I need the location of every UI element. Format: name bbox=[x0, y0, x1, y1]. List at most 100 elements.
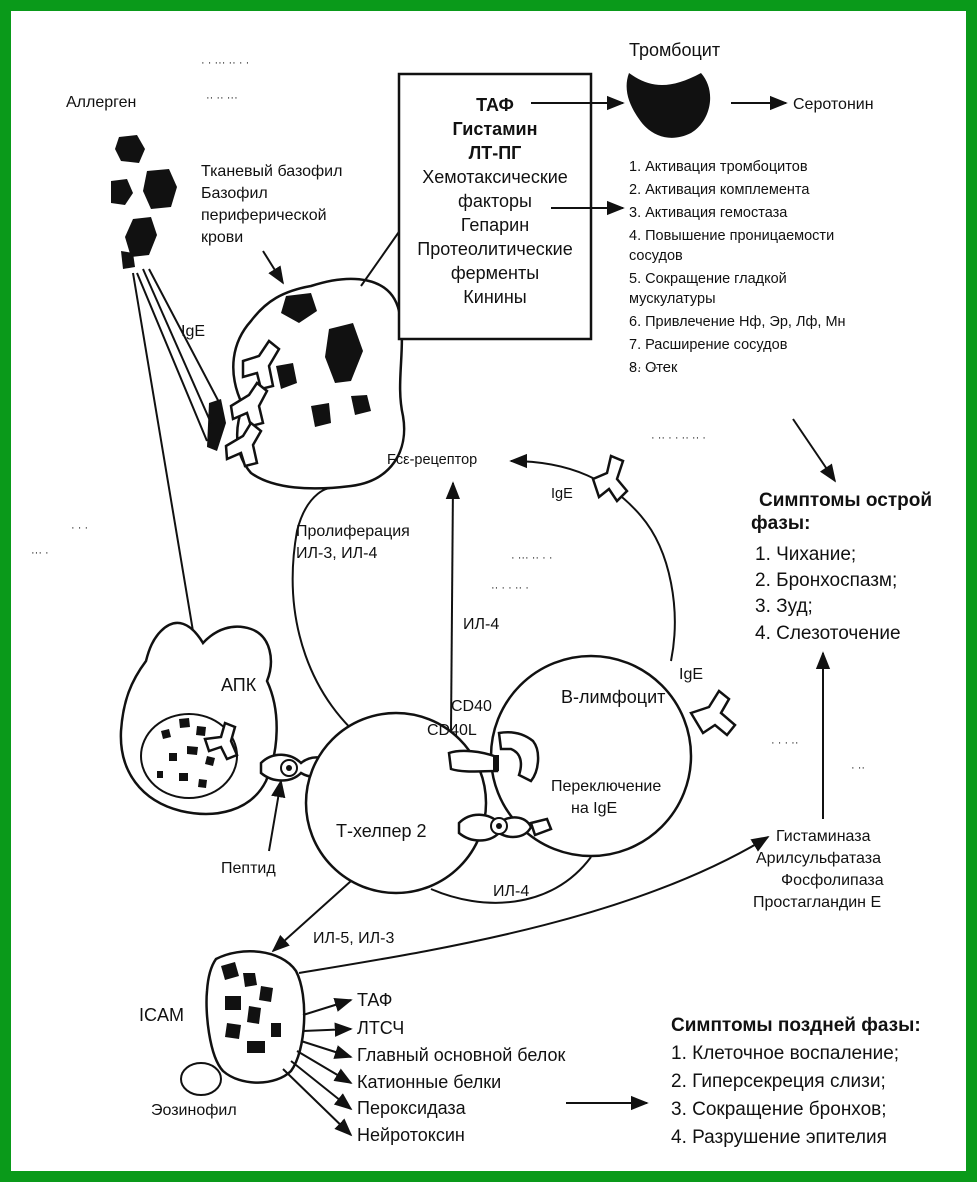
svg-text:5. Сокращение гладкой: 5. Сокращение гладкой bbox=[629, 271, 787, 287]
svg-text:ТАФ: ТАФ bbox=[357, 990, 393, 1010]
svg-text:Нейротоксин: Нейротоксин bbox=[357, 1125, 465, 1145]
svg-text:крови: крови bbox=[201, 229, 243, 246]
svg-text:Фосфолипаза: Фосфолипаза bbox=[781, 872, 884, 889]
svg-text:· · ·: · · · bbox=[71, 522, 88, 534]
allergen-particles bbox=[111, 135, 177, 269]
svg-text:ЛТ-ПГ: ЛТ-ПГ bbox=[469, 143, 522, 163]
icam-label: ICAM bbox=[139, 1005, 184, 1025]
apc-label: АПК bbox=[221, 675, 257, 695]
th2-cell bbox=[304, 711, 488, 895]
svg-text:Хемотаксические: Хемотаксические bbox=[422, 167, 568, 187]
svg-text:Базофил: Базофил bbox=[201, 185, 268, 202]
svg-text:Кинины: Кинины bbox=[463, 287, 526, 307]
switch-label-2: на IgE bbox=[571, 800, 617, 817]
svg-text:Гистаминаза: Гистаминаза bbox=[776, 828, 871, 845]
th2-to-eosinophil-arrow bbox=[271, 880, 352, 953]
svg-text:Катионные белки: Катионные белки bbox=[357, 1072, 501, 1092]
late-phase-symptoms: Симптомы поздней фазы: 1. Клеточное восп… bbox=[671, 1015, 921, 1148]
ige-label-top: IgE bbox=[551, 486, 573, 502]
b-cell-label: В-лимфоцит bbox=[561, 687, 665, 707]
svg-text:··· ·: ··· · bbox=[31, 547, 49, 559]
ige-to-fce-arrow bbox=[509, 453, 676, 662]
svg-text:Пролиферация: Пролиферация bbox=[296, 523, 410, 540]
apc-cell bbox=[119, 621, 278, 816]
thrombocyte-cell bbox=[626, 73, 711, 138]
eosinophil-products-list: ТАФ ЛТСЧ Главный основной белок Катионны… bbox=[357, 990, 566, 1145]
svg-text:Пероксидаза: Пероксидаза bbox=[357, 1098, 467, 1118]
effects-to-acute-arrow bbox=[792, 418, 837, 483]
enzymes-list: Гистаминаза Арилсульфатаза Фосфолипаза П… bbox=[753, 828, 884, 911]
fce-receptor-label: Fcε-рецептор bbox=[387, 452, 477, 468]
svg-text:сосудов: сосудов bbox=[629, 248, 683, 264]
thrombocyte-label: Тромбоцит bbox=[629, 40, 720, 60]
allergen-to-basophil-line bbox=[142, 268, 212, 424]
basophil-label: Тканевый базофил Базофил периферической … bbox=[201, 163, 342, 246]
svg-text:периферической: периферической bbox=[201, 207, 327, 224]
svg-text:ЛТСЧ: ЛТСЧ bbox=[357, 1018, 404, 1038]
basophil-cell bbox=[207, 277, 406, 490]
svg-text:фазы:: фазы: bbox=[751, 513, 810, 534]
svg-text:2. Активация комплемента: 2. Активация комплемента bbox=[629, 182, 810, 198]
svg-text:Симптомы острой: Симптомы острой bbox=[759, 490, 932, 511]
svg-text:ТАФ: ТАФ bbox=[476, 95, 514, 115]
svg-text:· ·· · · ·· ·· ·: · ·· · · ·· ·· · bbox=[651, 432, 706, 444]
svg-text:Протеолитические: Протеолитические bbox=[417, 239, 572, 259]
svg-text:3. Зуд;: 3. Зуд; bbox=[755, 596, 813, 617]
peptide-label: Пептид bbox=[221, 860, 276, 877]
ige-label-bcell: IgE bbox=[679, 666, 703, 683]
svg-text:· ··· ·· · ·: · ··· ·· · · bbox=[511, 552, 553, 564]
svg-text:7. Расширение сосудов: 7. Расширение сосудов bbox=[629, 337, 788, 353]
svg-text:Главный основной белок: Главный основной белок bbox=[357, 1045, 566, 1065]
svg-text:·· · · ·· ·: ·· · · ·· · bbox=[491, 582, 529, 594]
svg-text:Гепарин: Гепарин bbox=[461, 215, 529, 235]
svg-text:· · ··· ·· · ·: · · ··· ·· · · bbox=[201, 57, 249, 69]
svg-text:Симптомы поздней фазы:: Симптомы поздней фазы: bbox=[671, 1015, 921, 1036]
serotonin-label: Серотонин bbox=[793, 96, 874, 113]
svg-text:·· ·· ···: ·· ·· ··· bbox=[206, 92, 238, 104]
svg-text:6. Привлечение Нф, Эр, Лф, Мн: 6. Привлечение Нф, Эр, Лф, Мн bbox=[629, 314, 846, 330]
svg-text:4. Разрушение эпителия: 4. Разрушение эпителия bbox=[671, 1127, 887, 1148]
th2-to-basophil-line bbox=[291, 487, 372, 747]
svg-text:8. Отек: 8. Отек bbox=[629, 360, 678, 376]
svg-text:· · · ·· ·: · · · ·· · bbox=[631, 362, 665, 374]
eosinophil-cell bbox=[180, 950, 306, 1096]
il5-il3-label: ИЛ-5, ИЛ-3 bbox=[313, 930, 394, 947]
svg-text:Тканевый базофил: Тканевый базофил bbox=[201, 163, 342, 180]
allergen-label: Аллерген bbox=[66, 94, 136, 111]
svg-text:мускулатуры: мускулатуры bbox=[629, 291, 716, 307]
svg-text:1. Чихание;: 1. Чихание; bbox=[755, 544, 856, 565]
acute-phase-symptoms: Симптомы острой фазы: 1. Чихание; 2. Бро… bbox=[751, 490, 932, 644]
il4-lower-arc bbox=[430, 856, 592, 904]
scan-noise: · · ··· ·· · · ·· ·· ··· · · · ·· · · ··… bbox=[31, 57, 865, 774]
svg-text:· · · ··: · · · ·· bbox=[771, 737, 798, 749]
cd40-label: CD40 bbox=[451, 698, 492, 715]
svg-text:· ··: · ·· bbox=[851, 762, 865, 774]
svg-text:ИЛ-3, ИЛ-4: ИЛ-3, ИЛ-4 bbox=[296, 545, 377, 562]
ige-label-basophil: IgE bbox=[181, 323, 205, 340]
svg-text:ферменты: ферменты bbox=[451, 263, 539, 283]
svg-text:факторы: факторы bbox=[458, 191, 532, 211]
svg-text:Гистамин: Гистамин bbox=[453, 119, 538, 139]
il4-label-up: ИЛ-4 bbox=[463, 616, 499, 633]
eosinophil-product-arrows bbox=[282, 997, 353, 1137]
cd40-complex bbox=[447, 731, 540, 783]
diagram-sheet: · · ··· ·· · · ·· ·· ··· · · · ·· · · ··… bbox=[11, 11, 966, 1171]
mediators-list: ТАФ Гистамин ЛТ-ПГ Хемотаксические факто… bbox=[417, 95, 572, 307]
eosinophil-to-enzymes-arrow bbox=[298, 836, 770, 974]
effects-list: 1. Активация тромбоцитов 2. Активация ко… bbox=[629, 159, 846, 376]
svg-text:1. Клеточное воспаление;: 1. Клеточное воспаление; bbox=[671, 1043, 899, 1064]
cd40l-label: CD40L bbox=[427, 722, 477, 739]
allergy-pathway-diagram: · · ··· ·· · · ·· ·· ··· · · · ·· · · ··… bbox=[31, 40, 932, 1148]
ige-molecule-bcell bbox=[689, 689, 737, 737]
basophil-label-arrow bbox=[262, 250, 284, 285]
th2-label: Т-хелпер 2 bbox=[336, 821, 426, 841]
proliferation-label: Пролиферация ИЛ-3, ИЛ-4 bbox=[296, 523, 410, 562]
peptide-arrow bbox=[268, 779, 286, 852]
svg-text:Простагландин Е: Простагландин Е bbox=[753, 894, 881, 911]
eosinophil-label: Эозинофил bbox=[151, 1102, 237, 1119]
tcr-b-complex bbox=[457, 813, 553, 842]
th2-to-fce-arrow bbox=[445, 481, 461, 732]
svg-text:3. Сокращение бронхов;: 3. Сокращение бронхов; bbox=[671, 1099, 887, 1120]
svg-text:4. Слезоточение: 4. Слезоточение bbox=[755, 623, 901, 644]
il4-label-low: ИЛ-4 bbox=[493, 883, 529, 900]
